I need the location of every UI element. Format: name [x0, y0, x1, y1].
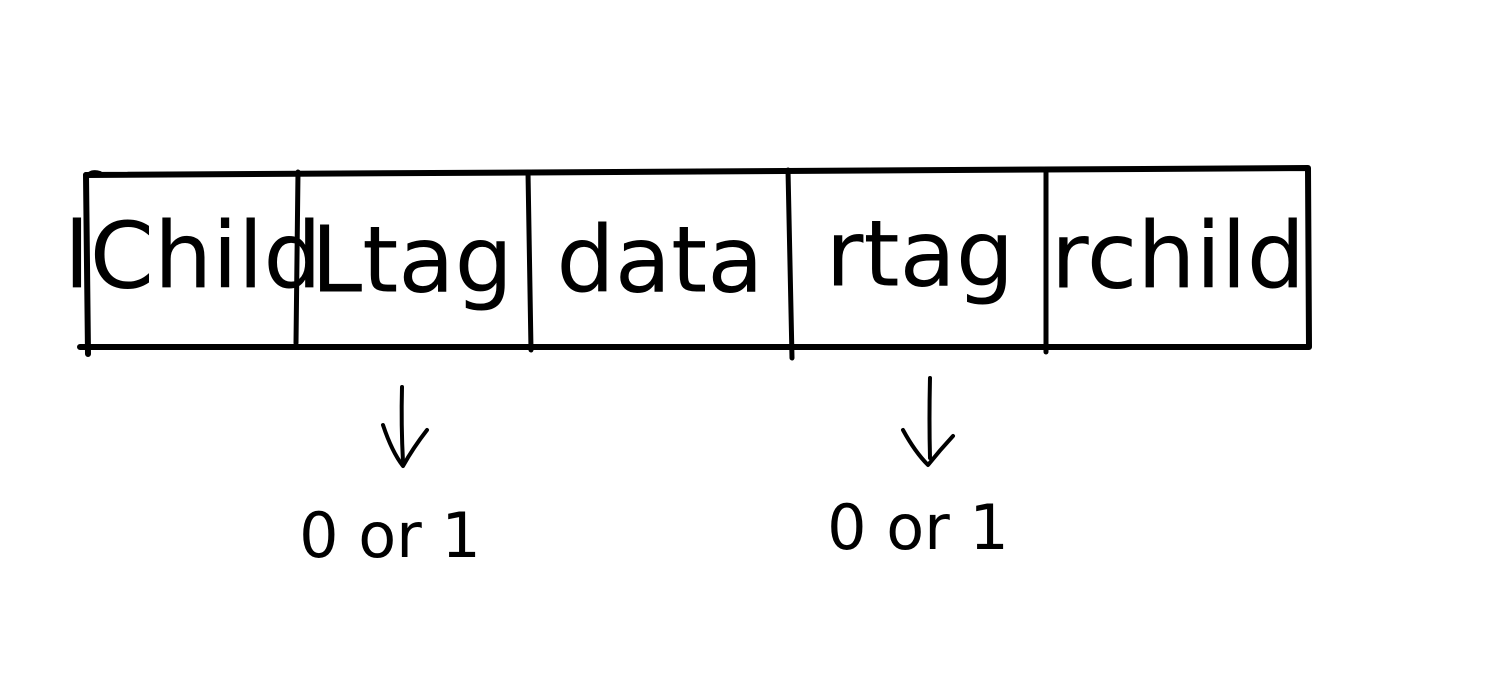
annotations: 0 or 1 0 or 1: [299, 491, 1009, 572]
box-outline: [77, 165, 1312, 350]
divider-1: [293, 169, 301, 346]
arrow-ltag: [381, 385, 429, 468]
arrow-rtag-head: [901, 428, 955, 467]
box-corner-mark: [84, 170, 102, 180]
arrow-ltag-head: [381, 423, 429, 468]
field-label-rchild: rchild: [1051, 202, 1305, 309]
divider-3: [785, 167, 795, 361]
arrow-rtag: [901, 376, 955, 467]
box-left-edge: [83, 172, 91, 357]
divider-2: [525, 169, 534, 353]
annotation-rtag: 0 or 1: [827, 491, 1009, 564]
field-label-ltag: Ltag: [311, 206, 513, 313]
field-label-rtag: rtag: [826, 200, 1015, 307]
arrow-rtag-shaft: [927, 376, 932, 460]
annotation-ltag: 0 or 1: [299, 499, 481, 572]
field-label-data: data: [556, 206, 763, 313]
field-label-lchild: lChild: [64, 202, 322, 309]
fields: lChild Ltag data rtag rchild: [64, 200, 1305, 313]
node-box: [77, 165, 1312, 361]
arrow-ltag-shaft: [399, 385, 405, 464]
